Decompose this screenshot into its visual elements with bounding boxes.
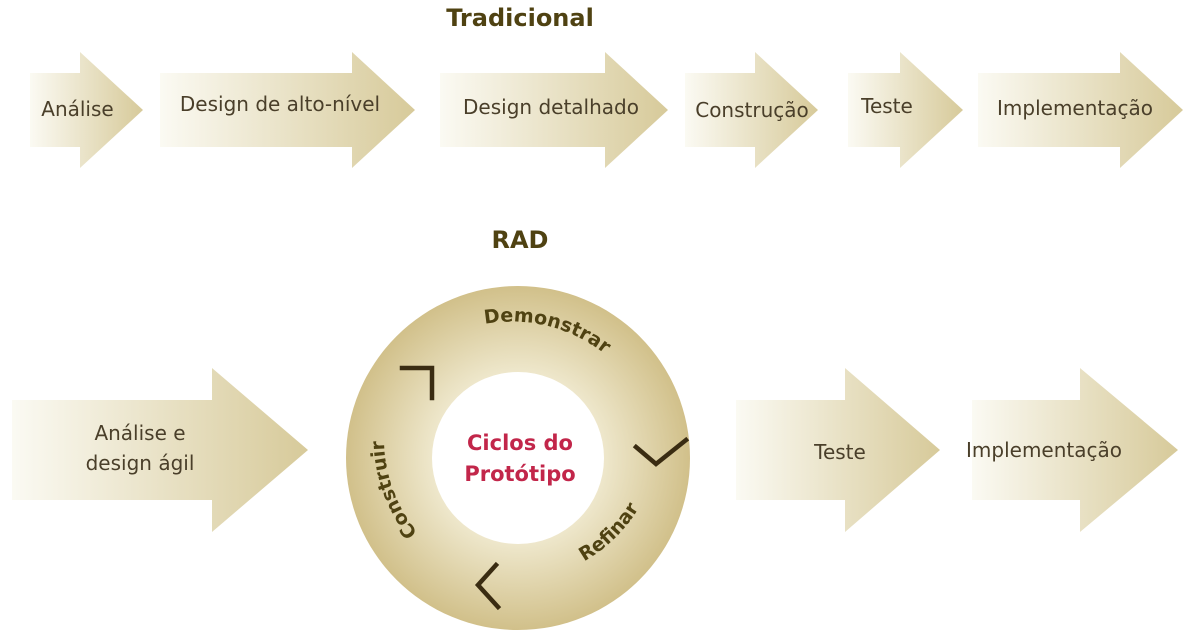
step-label-analise: Análise bbox=[41, 97, 114, 121]
cycle-center-line-1: Ciclos do bbox=[467, 431, 573, 455]
cycle-mark-bottom-left bbox=[474, 561, 502, 611]
step-label-construcao: Construção bbox=[695, 98, 809, 122]
cycle-center-line-2: Protótipo bbox=[464, 462, 576, 486]
title-tradicional: Tradicional bbox=[446, 4, 594, 32]
cycle-mark-top-left bbox=[399, 365, 435, 401]
arrow-construcao bbox=[685, 52, 818, 168]
step-label-rad-teste: Teste bbox=[814, 440, 866, 464]
arrow-design-detalhado bbox=[440, 52, 668, 168]
arrow-design-alto-nivel bbox=[160, 52, 415, 168]
title-rad: RAD bbox=[491, 226, 549, 254]
cycle-center bbox=[432, 372, 604, 544]
cycle-mark-right bbox=[632, 436, 690, 467]
step-label-analise-design-agil-line-2: design ágil bbox=[85, 451, 195, 475]
cycle-center-text: Ciclos do Protótipo bbox=[430, 428, 610, 490]
step-label-rad-implementacao: Implementação bbox=[966, 438, 1122, 462]
arrow-implementacao bbox=[978, 52, 1183, 168]
step-label-design-detalhado: Design detalhado bbox=[463, 95, 639, 119]
arrow-teste bbox=[848, 52, 963, 168]
arrow-rad-teste bbox=[736, 368, 940, 532]
step-label-design-alto-nivel: Design de alto-nível bbox=[179, 92, 381, 116]
step-label-implementacao: Implementação bbox=[997, 96, 1153, 120]
arrow-analise-design-agil bbox=[12, 368, 308, 532]
step-label-analise-design-agil: Análise e design ágil bbox=[60, 418, 220, 478]
step-label-analise-design-agil-line-1: Análise e bbox=[94, 421, 186, 445]
step-label-teste: Teste bbox=[861, 94, 913, 118]
arrow-rad-implementacao bbox=[972, 368, 1178, 532]
arrow-analise bbox=[30, 52, 143, 168]
